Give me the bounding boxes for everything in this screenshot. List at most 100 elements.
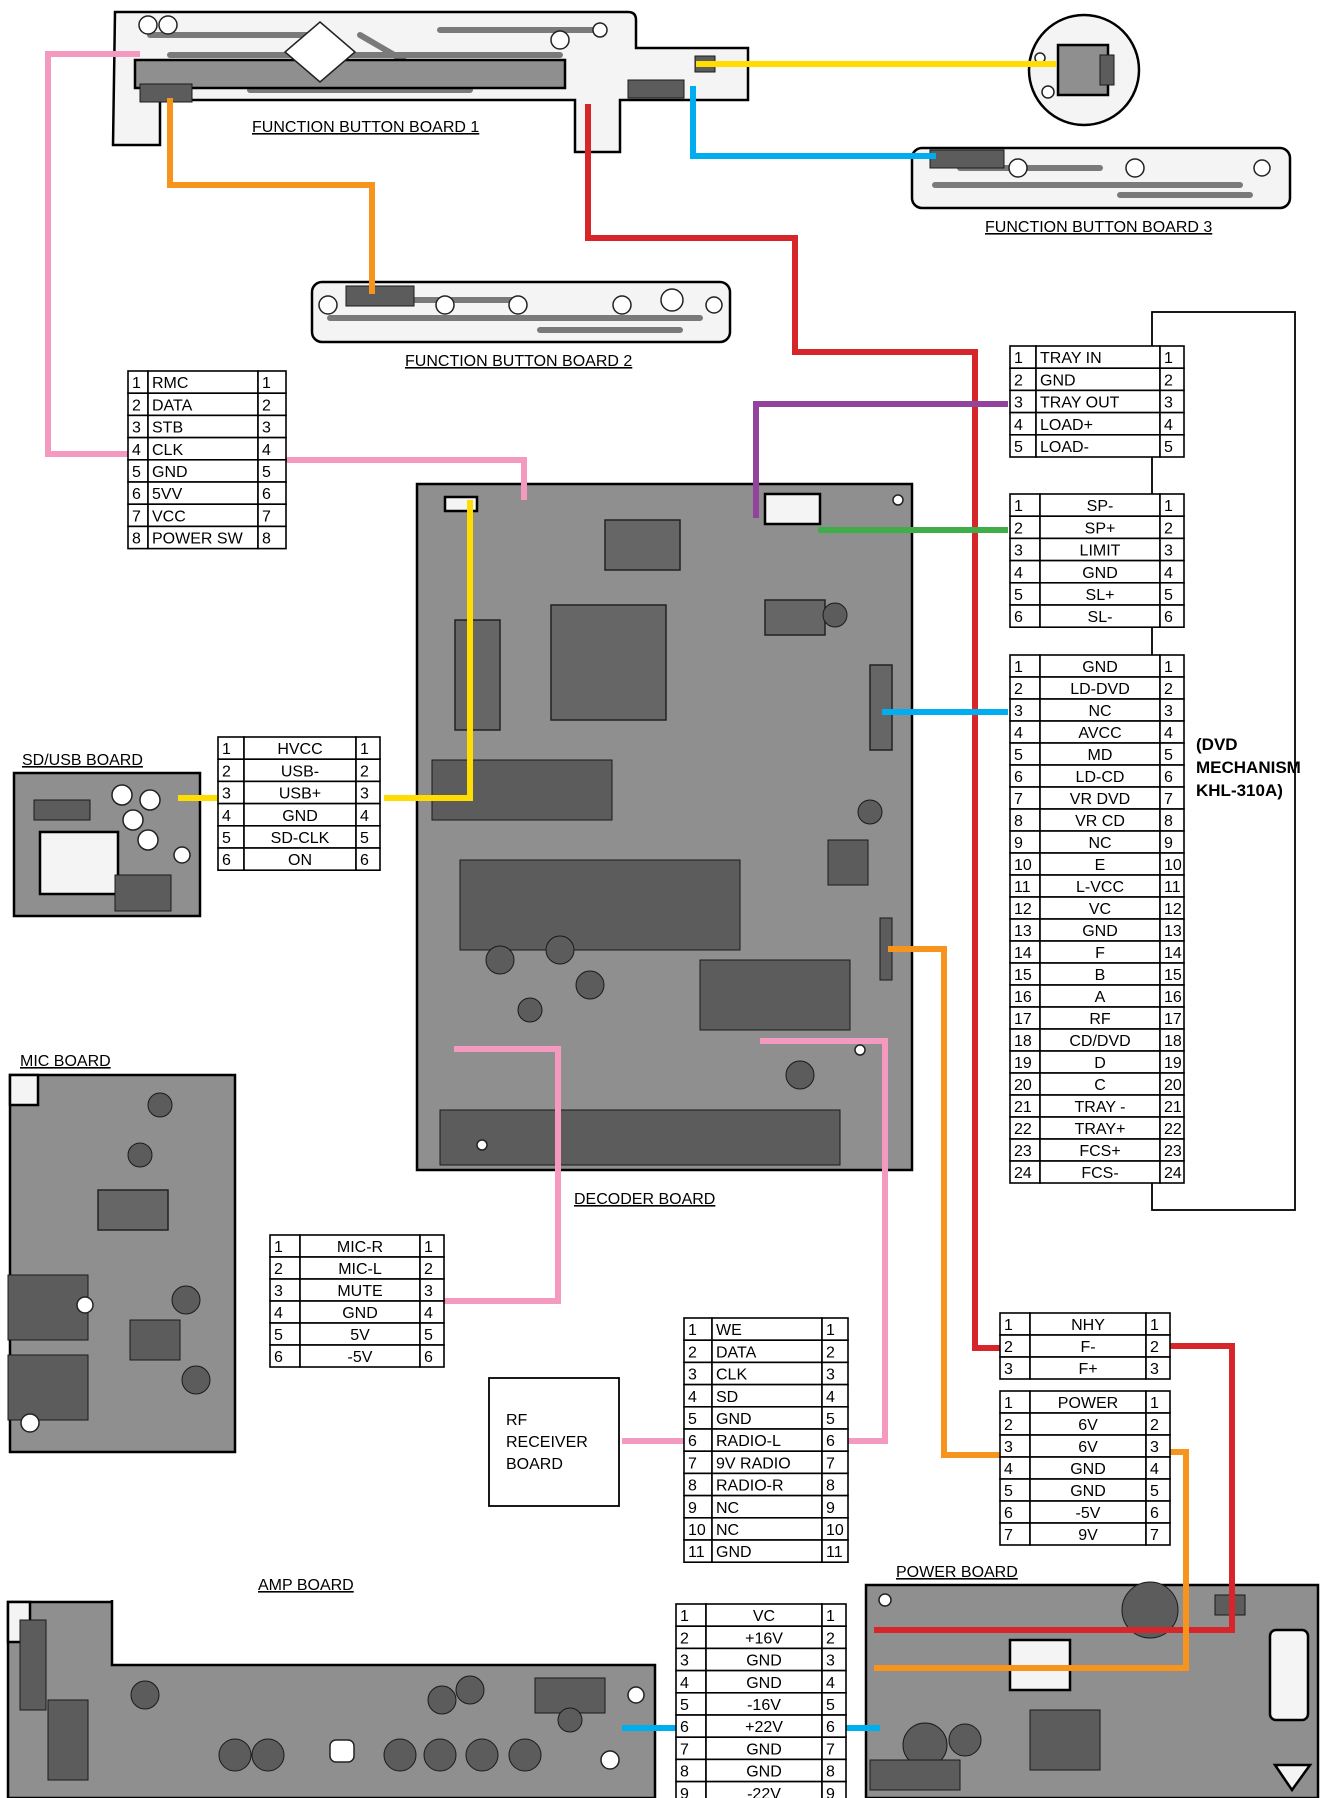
pin-number: 9 bbox=[688, 1500, 697, 1517]
pin-number-right: 2 bbox=[262, 397, 271, 414]
signal-name: RMC bbox=[152, 375, 188, 392]
pin-number: 4 bbox=[1014, 565, 1023, 582]
signal-name: USB+ bbox=[279, 786, 321, 803]
signal-name: LOAD+ bbox=[1040, 417, 1093, 434]
label-function-button-board-2: FUNCTION BUTTON BOARD 2 bbox=[405, 353, 632, 370]
pin-number-right: 4 bbox=[826, 1675, 835, 1692]
signal-name: 9V bbox=[1078, 1527, 1098, 1544]
label-mic-board: MIC BOARD bbox=[20, 1053, 111, 1070]
pin-number-right: 1 bbox=[1164, 498, 1173, 515]
signal-name: RF bbox=[1089, 1011, 1111, 1028]
pin-number: 4 bbox=[222, 808, 231, 825]
decoder-board-pcb bbox=[415, 482, 914, 1172]
signal-name: MIC-R bbox=[337, 1239, 383, 1256]
pin-number: 21 bbox=[1014, 1099, 1032, 1116]
signal-name: L-VCC bbox=[1076, 879, 1124, 896]
pin-number-right: 1 bbox=[826, 1608, 835, 1625]
signal-name: SD-CLK bbox=[271, 830, 330, 847]
pin-number-right: 23 bbox=[1164, 1143, 1182, 1160]
pin-number-right: 17 bbox=[1164, 1011, 1182, 1028]
pin-number-right: 15 bbox=[1164, 967, 1182, 984]
signal-name: GND bbox=[1082, 923, 1118, 940]
pin-number-right: 7 bbox=[826, 1455, 835, 1472]
pin-number: 4 bbox=[1014, 417, 1023, 434]
pin-number-right: 3 bbox=[1164, 543, 1173, 560]
pin-number: 9 bbox=[680, 1786, 689, 1798]
pin-number-right: 2 bbox=[826, 1630, 835, 1647]
pin-number: 8 bbox=[132, 531, 141, 548]
table-cell bbox=[1159, 433, 1185, 458]
pin-number-right: 12 bbox=[1164, 901, 1182, 918]
pin-number-right: 8 bbox=[1164, 813, 1173, 830]
pin-number: 7 bbox=[132, 508, 141, 525]
pin-number: 1 bbox=[1004, 1395, 1013, 1412]
pin-number-right: 6 bbox=[1164, 609, 1173, 626]
function-button-board-2 bbox=[310, 280, 732, 344]
pin-number: 5 bbox=[1014, 747, 1023, 764]
pin-number: 1 bbox=[274, 1239, 283, 1256]
pin-number: 2 bbox=[132, 397, 141, 414]
signal-name: VR CD bbox=[1075, 813, 1125, 830]
signal-name: F- bbox=[1080, 1339, 1095, 1356]
pin-number: 3 bbox=[1014, 543, 1023, 560]
label-amp-board: AMP BOARD bbox=[258, 1577, 354, 1594]
pin-number-right: 3 bbox=[424, 1283, 433, 1300]
signal-name: MIC-L bbox=[338, 1261, 382, 1278]
pin-number-right: 9 bbox=[826, 1500, 835, 1517]
signal-name: 5V bbox=[350, 1327, 370, 1344]
signal-name: GND bbox=[746, 1653, 782, 1670]
pin-number-right: 4 bbox=[1164, 417, 1173, 434]
pin-number: 6 bbox=[688, 1433, 697, 1450]
signal-name: F+ bbox=[1078, 1361, 1097, 1378]
signal-name: +16V bbox=[745, 1630, 783, 1647]
wire-purple-decoder-tray bbox=[753, 401, 1008, 518]
label-sd-usb-board: SD/USB BOARD bbox=[22, 752, 143, 769]
signal-name: DATA bbox=[152, 397, 193, 414]
pin-number: 4 bbox=[1014, 725, 1023, 742]
signal-name: -5V bbox=[348, 1349, 373, 1366]
pin-number-right: 24 bbox=[1164, 1165, 1182, 1182]
signal-name: -16V bbox=[747, 1697, 781, 1714]
pin-number: 6 bbox=[1004, 1505, 1013, 1522]
signal-name: NHY bbox=[1071, 1317, 1105, 1334]
signal-name: MUTE bbox=[337, 1283, 382, 1300]
pin-number: 2 bbox=[1004, 1417, 1013, 1434]
signal-name: -5V bbox=[1076, 1505, 1101, 1522]
pin-number-right: 7 bbox=[262, 508, 271, 525]
signal-name: SL+ bbox=[1086, 587, 1115, 604]
pin-number: 1 bbox=[1014, 659, 1023, 676]
pin-number: 8 bbox=[680, 1764, 689, 1781]
pin-number-right: 1 bbox=[1164, 659, 1173, 676]
pin-number: 1 bbox=[680, 1608, 689, 1625]
pin-number: 2 bbox=[1004, 1339, 1013, 1356]
pin-number-right: 20 bbox=[1164, 1077, 1182, 1094]
pin-number-right: 5 bbox=[1150, 1483, 1159, 1500]
pin-number-right: 4 bbox=[1164, 725, 1173, 742]
table-cell bbox=[821, 1780, 847, 1798]
signal-name: E bbox=[1095, 857, 1106, 874]
pin-number-right: 6 bbox=[262, 486, 271, 503]
pin-number: 2 bbox=[274, 1261, 283, 1278]
wire-pink-decoder-rf bbox=[760, 1038, 888, 1444]
wire-orange-fb2 bbox=[167, 98, 375, 294]
signal-name: GND bbox=[746, 1741, 782, 1758]
signal-name: NC bbox=[716, 1500, 739, 1517]
table-cell bbox=[419, 1344, 445, 1368]
pin-number: 5 bbox=[688, 1411, 697, 1428]
function-button-board-3 bbox=[910, 146, 1292, 210]
wire-blue-fb1-fb3 bbox=[690, 86, 936, 159]
pin-number: 1 bbox=[1014, 350, 1023, 367]
pin-number-right: 21 bbox=[1164, 1099, 1182, 1116]
signal-name: VCC bbox=[152, 508, 186, 525]
pin-number: 4 bbox=[1004, 1461, 1013, 1478]
mech-label-line-2: MECHANISM bbox=[1196, 758, 1301, 777]
pin-number: 6 bbox=[222, 852, 231, 869]
pin-number-right: 10 bbox=[826, 1522, 844, 1539]
rf-label-line-2: RECEIVER bbox=[506, 1434, 588, 1451]
